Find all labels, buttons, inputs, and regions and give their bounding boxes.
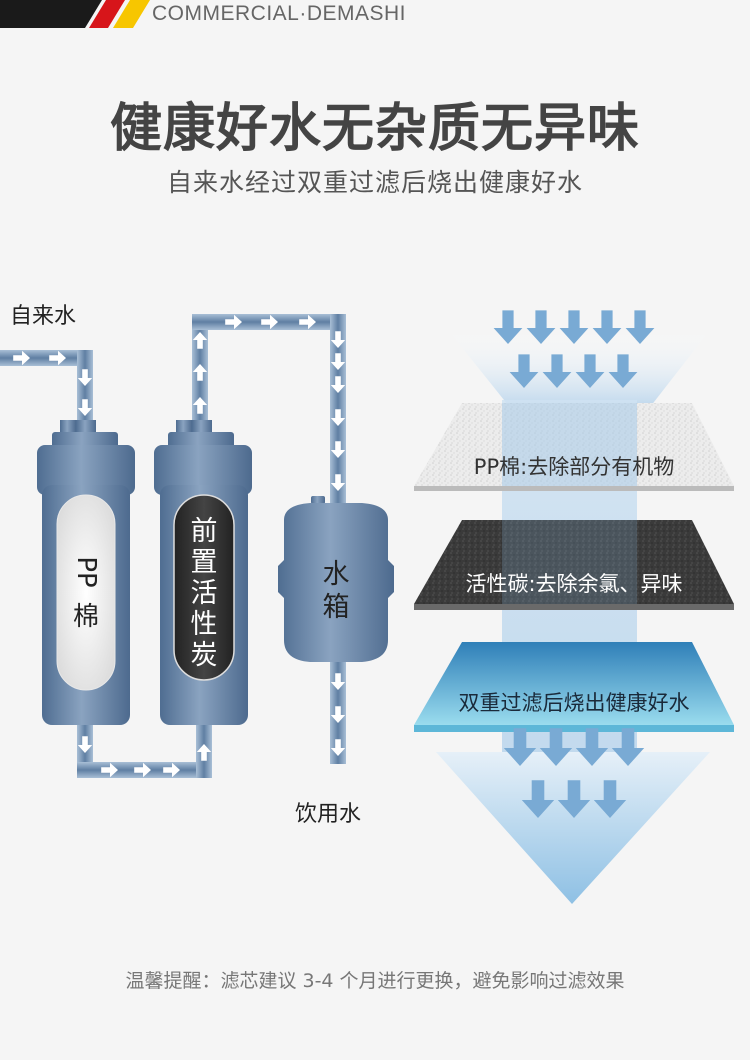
outflow-arrow-icon xyxy=(521,780,555,818)
outflow-arrow-icon xyxy=(593,780,627,818)
pipe-arrow-icon xyxy=(330,353,346,370)
maintenance-tip: 温馨提醒：滤芯建议 3-4 个月进行更换，避免影响过滤效果 xyxy=(125,970,625,992)
inflow-arrow-icon xyxy=(608,354,638,388)
carbon-char-3: 活 xyxy=(191,578,218,609)
inflow-arrow-icon xyxy=(509,354,539,388)
pipe-inlet-vertical xyxy=(77,350,93,430)
outflow-arrow-icon xyxy=(557,780,591,818)
inflow-arrow-icon xyxy=(575,354,605,388)
pipe-arrow-icon xyxy=(13,350,30,366)
inflow-arrow-icon xyxy=(559,310,589,344)
outflow-arrow-icon xyxy=(539,728,573,766)
carbon-window xyxy=(173,494,235,681)
inflow-arrow-icon xyxy=(625,310,655,344)
pipe-arrow-icon xyxy=(330,706,346,723)
header-yellow-stripe xyxy=(113,0,150,28)
inflow-arrow-icon xyxy=(542,354,572,388)
pp-filter-cartridge: PP 棉 xyxy=(37,420,135,725)
output-label: 饮用水 xyxy=(295,802,362,827)
pipe-arrow-icon xyxy=(77,399,93,416)
pipe-arrow-icon xyxy=(192,397,208,414)
carbon-char-5: 炭 xyxy=(191,640,218,671)
outflow-arrow-icon xyxy=(611,728,645,766)
pipe-arrow-icon xyxy=(330,331,346,348)
tank-char-1: 水 xyxy=(323,559,350,590)
page-title: 健康好水无杂质无异味 xyxy=(109,99,640,159)
header-stripes xyxy=(0,0,150,28)
pipe-arrow-icon xyxy=(330,409,346,426)
flow-arrows xyxy=(493,310,655,818)
pipe-arrow-icon xyxy=(261,314,278,330)
result-layer-text: 双重过滤后烧出健康好水 xyxy=(458,691,690,715)
pp-label-line2: 棉 xyxy=(73,602,99,632)
pipe-arrow-icon xyxy=(134,762,151,778)
water-tank: 水 箱 xyxy=(278,496,394,662)
pipe-arrow-icon xyxy=(192,364,208,381)
result-layer-slab xyxy=(414,642,734,725)
pipe-arrow-icon xyxy=(330,376,346,393)
brand-name: COMMERCIAL·DEMASHI xyxy=(152,2,407,25)
carbon-char-4: 性 xyxy=(191,609,218,640)
carbon-char-2: 置 xyxy=(191,547,218,578)
filtration-layers xyxy=(414,330,734,904)
pipe-arrow-icon xyxy=(163,762,180,778)
header-red-stripe xyxy=(89,0,125,28)
pipe-arrow-icon xyxy=(101,762,118,778)
outflow-arrow-icon xyxy=(503,728,537,766)
pipe-arrow-icon xyxy=(330,441,346,458)
pp-label-line1: PP xyxy=(71,556,101,587)
pipe-arrow-icon xyxy=(225,314,242,330)
carbon-char-1: 前 xyxy=(191,516,218,547)
input-label: 自来水 xyxy=(10,304,77,329)
inflow-arrow-icon xyxy=(592,310,622,344)
inflow-arrow-icon xyxy=(526,310,556,344)
pipe-arrow-icon xyxy=(330,474,346,491)
page-subtitle: 自来水经过双重过滤后烧出健康好水 xyxy=(166,168,583,197)
pipe-arrow-icon xyxy=(77,736,93,753)
pp-window xyxy=(56,494,116,691)
pipe-arrow-icon xyxy=(330,673,346,690)
header-black-stripe xyxy=(0,0,102,28)
carbon-filter-cartridge: 前 置 活 性 炭 xyxy=(154,420,252,725)
pipe-arrow-icon xyxy=(77,369,93,386)
pipe-arrow-icon xyxy=(49,350,66,366)
pipe-arrows xyxy=(13,314,346,778)
inflow-arrow-icon xyxy=(493,310,523,344)
pipe-arrow-icon xyxy=(330,739,346,756)
tank-char-2: 箱 xyxy=(323,592,350,623)
pp-layer-text: PP棉:去除部分有机物 xyxy=(473,455,675,479)
output-cone xyxy=(436,752,710,904)
outflow-arrow-icon xyxy=(575,728,609,766)
pipe-arrow-icon xyxy=(192,332,208,349)
pipe-arrow-icon xyxy=(196,744,212,761)
pipe-arrow-icon xyxy=(299,314,316,330)
carbon-layer-slab xyxy=(414,520,734,604)
carbon-layer-text: 活性碳:去除余氯、异味 xyxy=(465,572,683,596)
